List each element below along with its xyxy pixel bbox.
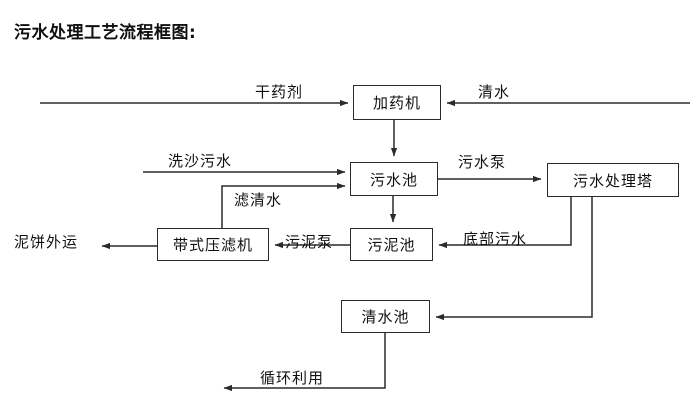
node-label: 加药机 — [372, 94, 421, 112]
edge-tower-to-sludge-pool — [438, 197, 572, 249]
node-label: 污泥池 — [367, 236, 416, 254]
io-label-mud-cake-out: 泥饼外运 — [14, 233, 79, 251]
edge-label-bottom-sewage: 底部污水 — [463, 230, 528, 248]
edge-label-sludge-pump: 污泥泵 — [285, 233, 334, 251]
edge-label-sewage-pump: 污水泵 — [458, 153, 507, 171]
node-dosing-machine[interactable]: 加药机 — [353, 85, 441, 120]
node-sludge-pool[interactable]: 污泥池 — [350, 228, 433, 261]
node-label: 清水池 — [361, 308, 410, 326]
edge-label-recycle-use: 循环利用 — [260, 369, 325, 387]
node-sewage-pool[interactable]: 污水池 — [350, 162, 438, 196]
io-label-clean-water-in: 清水 — [478, 83, 511, 101]
page-title: 污水处理工艺流程框图: — [14, 23, 197, 43]
node-belt-filter-press[interactable]: 带式压滤机 — [157, 228, 269, 261]
edge-label-sand-wash-sewage: 洗沙污水 — [168, 152, 233, 170]
io-label-dry-agent: 干药剂 — [255, 83, 304, 101]
edge-tower-to-clean-pool — [435, 197, 593, 321]
edge-clean-pool-to-recycle — [223, 333, 386, 392]
edge-filtered-to-sewage-pool — [221, 182, 346, 228]
node-clean-water-pool[interactable]: 清水池 — [341, 300, 430, 333]
node-label: 污水处理塔 — [572, 171, 653, 190]
node-treatment-tower[interactable]: 污水处理塔 — [547, 163, 679, 197]
node-label: 带式压滤机 — [172, 236, 253, 254]
edge-label-filtered-water: 滤清水 — [234, 191, 283, 209]
node-label: 污水池 — [369, 170, 418, 189]
